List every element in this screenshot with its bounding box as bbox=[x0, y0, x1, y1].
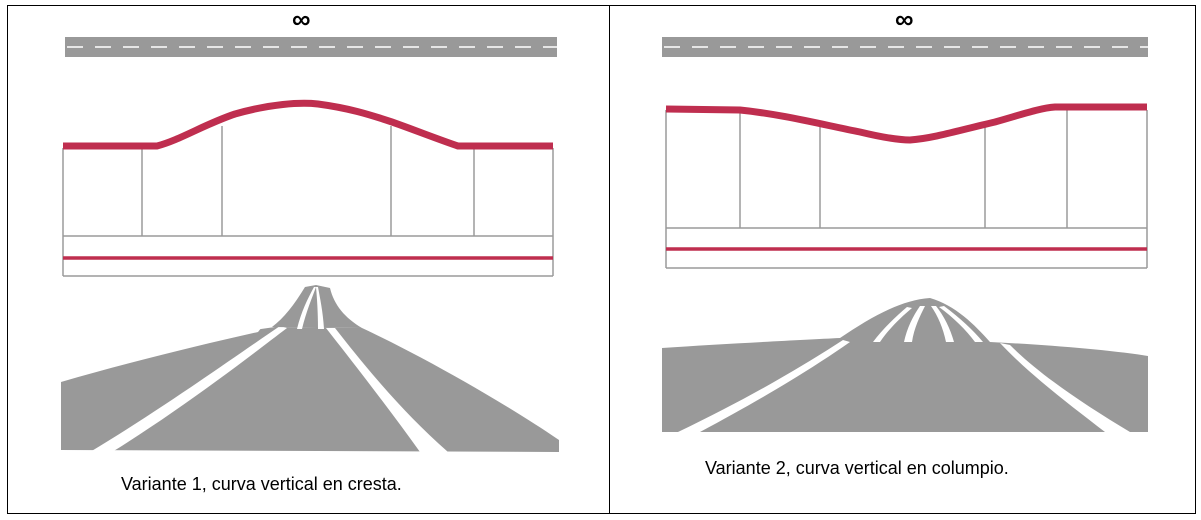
plan-view-road-2 bbox=[662, 37, 1148, 57]
perspective-road-2 bbox=[662, 298, 1148, 432]
profile-frame-1 bbox=[62, 126, 554, 277]
panel-1-crest bbox=[61, 37, 559, 452]
infinity-symbol-2: ∞ bbox=[895, 4, 913, 34]
perspective-road-1 bbox=[61, 285, 559, 452]
infinity-symbol-1: ∞ bbox=[292, 4, 310, 34]
caption-variant-2: Variante 2, curva vertical en columpio. bbox=[705, 458, 1009, 478]
figure-border bbox=[7, 5, 1196, 514]
caption-variant-1: Variante 1, curva vertical en cresta. bbox=[121, 474, 402, 494]
panel-divider bbox=[609, 5, 610, 514]
plan-view-road-1 bbox=[65, 37, 557, 57]
panel-2-sag bbox=[662, 37, 1148, 432]
crest-profile-line bbox=[63, 99, 553, 150]
profile-frame-2 bbox=[665, 110, 1148, 269]
sag-profile-line bbox=[665, 103, 1147, 144]
